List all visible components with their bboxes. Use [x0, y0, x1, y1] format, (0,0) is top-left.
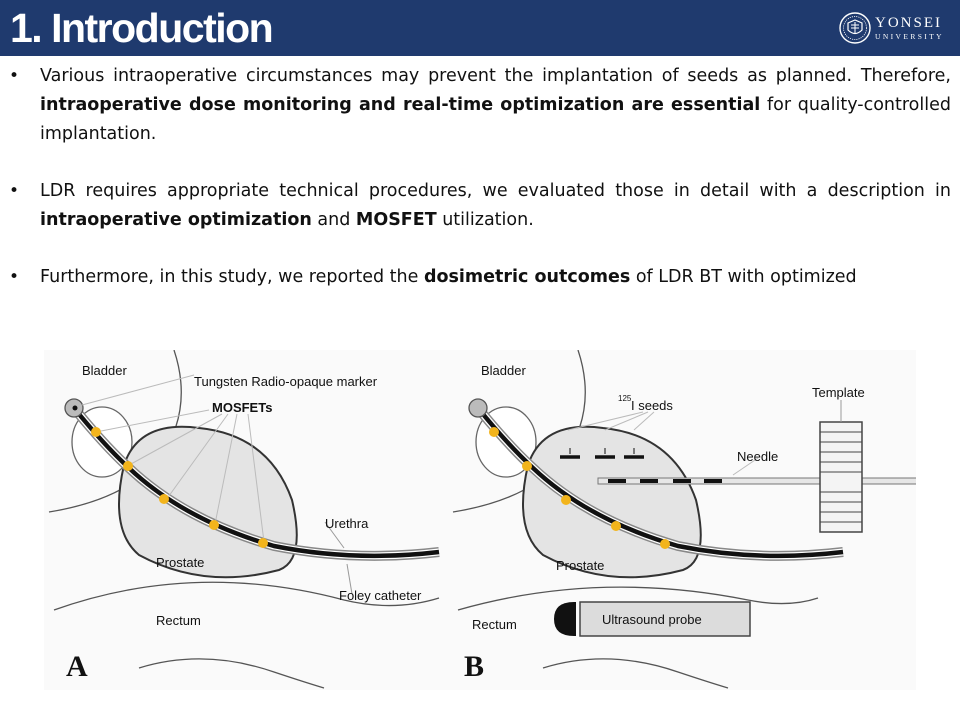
bullet-text-3: Furthermore, in this study, we reported …	[40, 267, 857, 287]
label-seed-isotope: 125	[618, 394, 632, 403]
label-urethra: Urethra	[325, 516, 369, 531]
seed-dot	[522, 461, 532, 471]
seed-dot	[561, 495, 571, 505]
label-probe: Ultrasound probe	[602, 612, 702, 627]
bullet-bold-text: MOSFET	[355, 210, 437, 230]
mosfet-dot	[258, 538, 268, 548]
anatomy-diagram: Bladder Tungsten Radio-opaque marker MOS…	[44, 349, 960, 690]
anatomy-figure: Bladder Tungsten Radio-opaque marker MOS…	[44, 349, 960, 690]
slide-title: 1. Introduction	[10, 5, 274, 51]
bullet-bold-text: intraoperative optimization	[40, 210, 312, 230]
label-mosfets: MOSFETs	[212, 400, 272, 415]
bullet-bold-text: dosimetric outcomes	[423, 267, 631, 287]
panel-letter-b: B	[464, 650, 484, 683]
title-bar: 1. Introduction YONSEI UNIVERSITY	[0, 0, 960, 56]
label-seeds: I seeds	[631, 398, 673, 413]
panel-a: Bladder Tungsten Radio-opaque marker MOS…	[48, 349, 440, 689]
label-prostate-a: Prostate	[156, 555, 204, 570]
label-template: Template	[812, 385, 865, 400]
bullet-dot: •	[9, 267, 20, 287]
seed-dot	[660, 539, 670, 549]
logo-name: YONSEI	[875, 14, 942, 31]
label-marker: Tungsten Radio-opaque marker	[194, 374, 378, 389]
label-foley: Foley catheter	[339, 588, 422, 603]
university-logo: YONSEI UNIVERSITY	[839, 10, 944, 46]
ultrasound-probe	[554, 601, 751, 637]
mosfet-dot	[123, 461, 133, 471]
bullet-dot: •	[9, 66, 20, 86]
mosfet-dots	[91, 427, 268, 548]
bullet-dot: •	[9, 181, 20, 201]
label-needle: Needle	[737, 449, 778, 464]
mosfet-dot	[91, 427, 101, 437]
needle-shape	[597, 477, 960, 485]
seed-dot	[611, 521, 621, 531]
label-rectum-b: Rectum	[472, 617, 517, 632]
bullet-text-2: LDR requires appropriate technical proce…	[40, 181, 951, 230]
template-grid	[819, 400, 863, 533]
panel-b: Bladder 125 I seeds Template Needle Pros…	[452, 349, 960, 689]
logo-subtitle: UNIVERSITY	[875, 31, 944, 41]
panel-letter-a: A	[66, 650, 88, 683]
mosfet-dot	[209, 520, 219, 530]
label-bladder-a: Bladder	[82, 363, 127, 378]
yonsei-seal-icon	[839, 12, 871, 44]
seed-dot	[489, 427, 499, 437]
mosfet-dot	[159, 494, 169, 504]
bullet-bold-text: intraoperative dose monitoring and real-…	[40, 95, 761, 115]
label-prostate-b: Prostate	[556, 558, 604, 573]
label-bladder-b: Bladder	[481, 363, 526, 378]
implanted-seeds	[560, 411, 655, 459]
bullet-text-1: Various intraoperative circumstances may…	[40, 66, 951, 144]
label-rectum-a: Rectum	[156, 613, 201, 628]
